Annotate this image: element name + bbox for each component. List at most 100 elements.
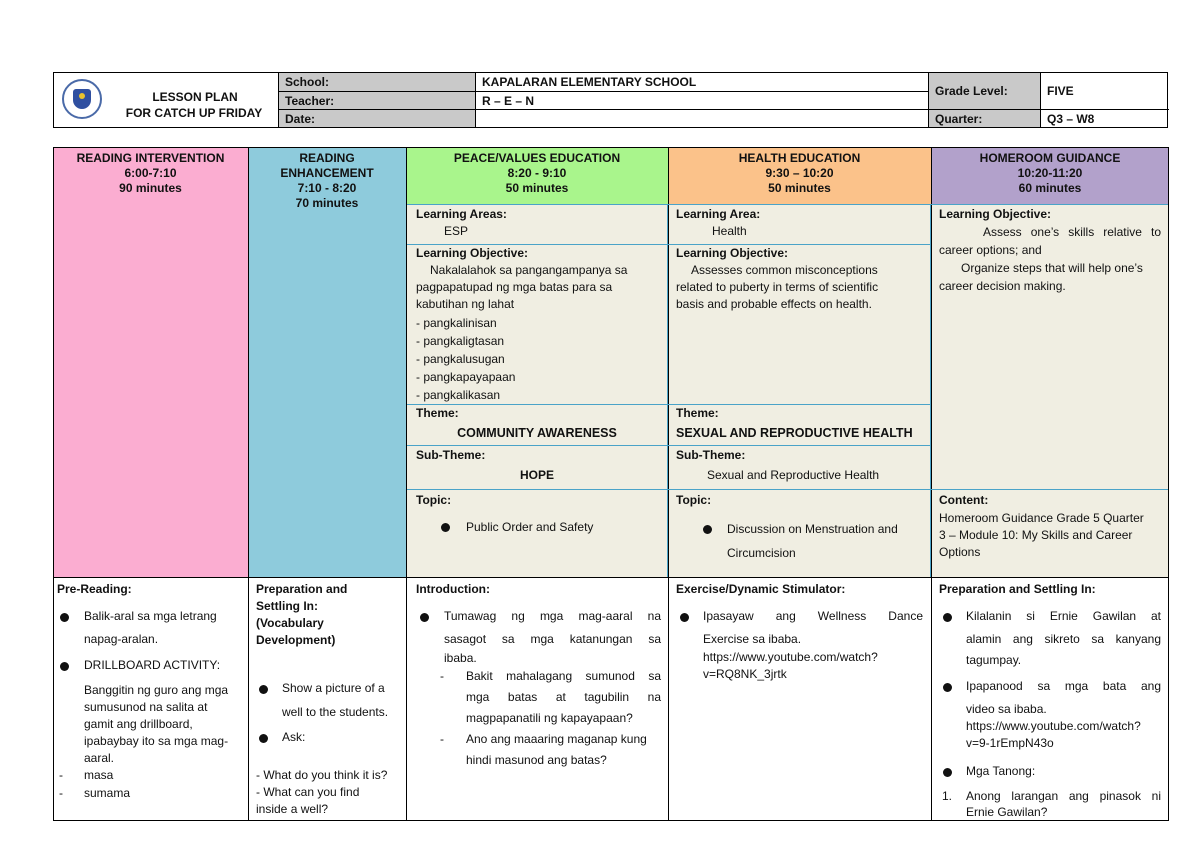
peace-objective-item-1: - pangkalinisan: [416, 316, 497, 330]
content-body-bg: [406, 205, 1169, 577]
ri-para-line4: ipabaybay ito sa mga mag-: [84, 734, 229, 748]
reading-enhancement-column: [248, 147, 406, 577]
peace-title: PEACE/VALUES EDUCATION: [453, 151, 621, 165]
date-label: Date:: [279, 110, 475, 127]
bullet-icon: [943, 613, 952, 622]
ri-dash-2: -: [59, 786, 63, 800]
ri-para-line2: sumusunod na salita at: [84, 700, 208, 714]
teacher-value: R – E – N: [482, 93, 535, 108]
hr-bullet2-line2: video sa ibaba.: [966, 702, 1047, 716]
homeroom-prep-label: Preparation and Settling In:: [939, 582, 1096, 596]
homeroom-header-bg: [931, 147, 1169, 205]
re-label-line2: Settling In:: [256, 599, 318, 613]
health-objective-label: Learning Objective:: [676, 246, 789, 260]
pv-sub1-line3: magpapanatili ng kapayapaan?: [466, 711, 633, 725]
peace-objective-item-3: - pangkalusugan: [416, 352, 505, 366]
bullet-icon: [420, 613, 429, 622]
hr-bullet2-line3: https://www.youtube.com/watch?: [966, 719, 1141, 733]
peace-learning-areas-value: ESP: [444, 224, 469, 238]
peace-objective-item-5: - pangkalikasan: [416, 388, 501, 402]
health-subtheme-label: Sub-Theme:: [676, 448, 746, 462]
ri-dash-1: -: [59, 768, 63, 782]
health-learning-area-value: Health: [712, 224, 747, 238]
hr-bullet2-line1: Ipapanood sa mga bata ang: [966, 679, 1161, 693]
homeroom-objective-line-1: Assess one’s skills relative to: [983, 225, 1161, 239]
health-objective-line-2: related to puberty in terms of scientifi…: [676, 280, 879, 294]
grade-level-label: Grade Level:: [929, 73, 1040, 109]
bullet-icon: [259, 734, 268, 743]
health-learning-area-label: Learning Area:: [676, 207, 761, 221]
bullet-icon: [60, 613, 69, 622]
lesson-plan-title: LESSON PLAN: [152, 90, 238, 104]
peace-topic-item: Public Order and Safety: [466, 520, 594, 534]
re-question-2: - What can you find: [256, 785, 360, 799]
health-theme-label: Theme:: [676, 406, 719, 420]
homeroom-title: HOMEROOM GUIDANCE: [979, 151, 1121, 165]
pv-bullet1-line2: sasagot sa mga katanungan sa: [444, 632, 661, 646]
homeroom-content-line-3: Options: [939, 545, 981, 559]
schedule-table: READING INTERVENTION 6:00-7:10 90 minute…: [53, 147, 1169, 821]
ri-bullet1-line1: Balik-aral sa mga letrang: [84, 609, 217, 623]
bullet-icon: [943, 683, 952, 692]
peace-objective-line-1: Nakalalahok sa pangangampanya sa: [430, 263, 628, 277]
ri-word-2: sumama: [84, 786, 131, 800]
health-topic-line-1: Discussion on Menstruation and: [727, 522, 898, 536]
re-question-3: inside a well?: [256, 802, 329, 816]
reading-intervention-title: READING INTERVENTION: [76, 151, 225, 165]
teacher-label: Teacher:: [279, 92, 475, 109]
health-topic-label: Topic:: [676, 493, 712, 507]
health-title: HEALTH EDUCATION: [738, 151, 861, 165]
bullet-icon: [259, 685, 268, 694]
hr-q1-line2: Ernie Gawilan?: [966, 805, 1048, 819]
health-subtheme-value: Sexual and Reproductive Health: [707, 468, 880, 482]
homeroom-time: 10:20-11:20: [1017, 166, 1083, 180]
peace-objective-line-2: pagpapatupad ng mga batas para sa: [416, 280, 613, 294]
homeroom-objective-line-3: Organize steps that will help one’s: [961, 261, 1143, 275]
reading-enhancement-title-2: ENHANCEMENT: [280, 166, 374, 180]
peace-duration: 50 minutes: [505, 181, 569, 195]
re-bullet1-line2: well to the students.: [282, 705, 389, 719]
hl-bullet1-line2: Exercise sa ibaba.: [703, 632, 802, 646]
health-topic-line-2: Circumcision: [727, 546, 796, 560]
peace-subtheme-value: HOPE: [519, 468, 554, 482]
re-label-line4: Development): [256, 633, 336, 647]
homeroom-duration: 60 minutes: [1018, 181, 1082, 195]
hr-bullet2-line4: v=9-1rEmpN43o: [966, 736, 1054, 750]
pv-sub1-line1: Bakit mahalagang sumunod sa: [466, 669, 661, 683]
hl-bullet1-line1: Ipasayaw ang Wellness Dance: [703, 609, 923, 623]
homeroom-content-line-2: 3 – Module 10: My Skills and Career: [939, 528, 1133, 542]
health-header-bg: [668, 147, 931, 205]
homeroom-objective-line-4: career decision making.: [939, 279, 1066, 293]
ri-word-1: masa: [84, 768, 114, 782]
re-question-1: - What do you think it is?: [256, 768, 388, 782]
re-label-line3: (Vocabulary: [256, 616, 324, 630]
hr-bullet1-line1: Kilalanin si Ernie Gawilan at: [966, 609, 1161, 623]
peace-header-bg: [406, 147, 668, 205]
homeroom-content-label: Content:: [939, 493, 989, 507]
peace-objective-line-3: kabutihan ng lahat: [416, 297, 515, 311]
health-objective-line-3: basis and probable effects on health.: [676, 297, 872, 311]
pv-sub2-dash: -: [440, 732, 444, 746]
peace-objective-item-4: - pangkapayapaan: [416, 370, 516, 384]
hr-q1-line1: Anong larangan ang pinasok ni: [966, 789, 1161, 803]
pv-sub1-line2: mga batas at tagubilin na: [466, 690, 661, 704]
health-theme-value: SEXUAL AND REPRODUCTIVE HEALTH: [676, 426, 913, 440]
hr-q1-number: 1.: [942, 789, 953, 803]
header-table: LESSON PLAN FOR CATCH UP FRIDAY School: …: [53, 72, 1169, 128]
reading-intervention-time: 6:00-7:10: [124, 166, 177, 180]
homeroom-content-line-1: Homeroom Guidance Grade 5 Quarter: [939, 511, 1144, 525]
pre-reading-label: Pre-Reading:: [57, 582, 132, 596]
deped-seal-logo: [62, 79, 102, 119]
re-bullet1-line1: Show a picture of a: [282, 681, 385, 695]
bullet-icon: [60, 662, 69, 671]
health-duration: 50 minutes: [768, 181, 831, 195]
school-value: KAPALARAN ELEMENTARY SCHOOL: [482, 75, 697, 89]
quarter-label: Quarter:: [929, 110, 1040, 127]
reading-enhancement-duration: 70 minutes: [295, 196, 359, 210]
bullet-icon: [943, 768, 952, 777]
peace-theme-label: Theme:: [416, 406, 459, 420]
peace-learning-areas-label: Learning Areas:: [416, 207, 507, 221]
grade-level-value: FIVE: [1047, 84, 1074, 98]
peace-objective-label: Learning Objective:: [416, 246, 529, 260]
bullet-icon: [703, 525, 712, 534]
